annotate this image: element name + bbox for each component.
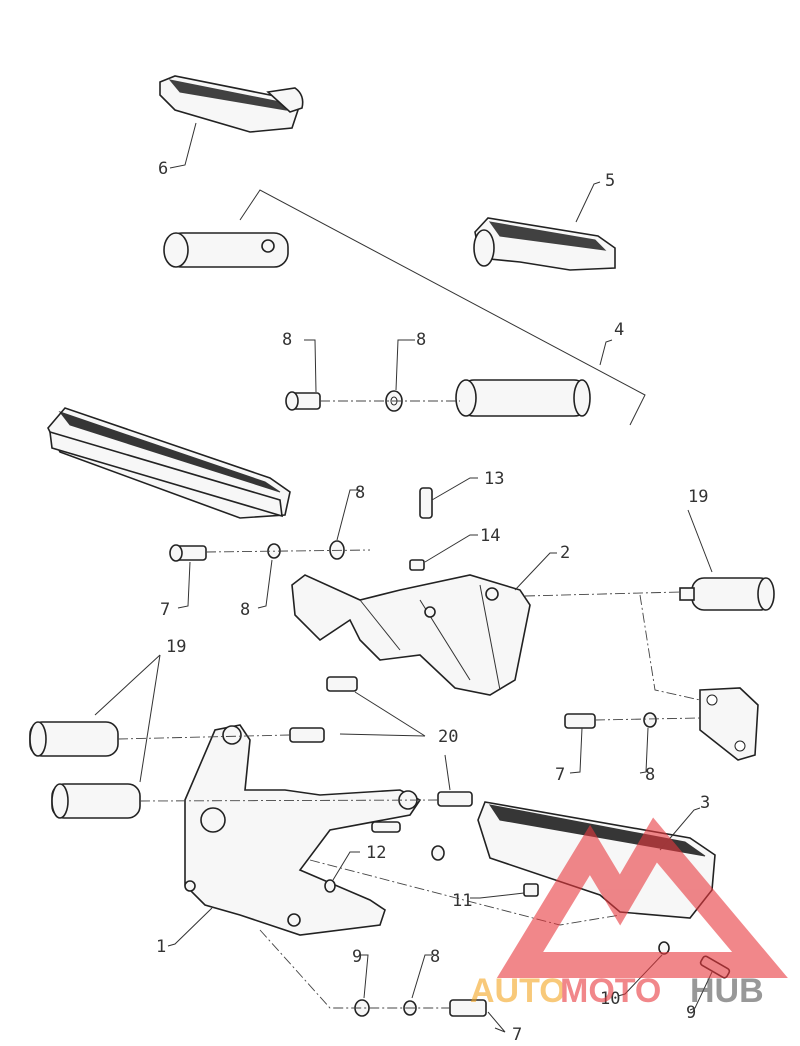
washer-part-16 xyxy=(324,879,336,893)
automotohub-watermark: AUTO MOTO HUB xyxy=(470,817,788,1010)
bolt-part-7-right xyxy=(564,713,596,729)
callout-8-right: 8 xyxy=(645,765,655,785)
bolt-part-7-upper xyxy=(169,544,207,562)
leader-lines xyxy=(94,122,713,1033)
nut-part-18 xyxy=(409,559,425,571)
axis-line xyxy=(117,734,291,740)
callout-13: 9 xyxy=(686,1003,696,1023)
footpeg-part-19-right xyxy=(679,577,775,611)
watermark-auto: AUTO xyxy=(470,972,566,1010)
axis-line xyxy=(259,929,450,1009)
callout-4: 4 xyxy=(614,320,624,340)
watermark-hub: HUB xyxy=(690,972,764,1010)
axis-line xyxy=(309,859,621,926)
callout-3: 3 xyxy=(700,793,710,813)
group-bracket-line xyxy=(239,189,646,426)
callout-5: 5 xyxy=(605,171,615,191)
callout-18: 14 xyxy=(480,526,500,546)
bolt-part-17 xyxy=(419,487,433,519)
callout-7-upper: 7 xyxy=(160,600,170,620)
mount-bracket-part-2 xyxy=(291,574,531,696)
footpeg-part-5 xyxy=(473,217,616,271)
washer-lower xyxy=(431,845,445,861)
callout-11: 8 xyxy=(282,330,292,350)
callout-9: 9 xyxy=(352,947,362,967)
callout-7-lower: 7 xyxy=(512,1025,522,1045)
washer-part-8-right xyxy=(643,712,657,728)
callout-15: 11 xyxy=(452,891,472,911)
callout-7-right: 7 xyxy=(555,765,565,785)
callout-8-upper: 8 xyxy=(240,600,250,620)
footpeg-part-19-left-b xyxy=(51,783,141,819)
callout-labels: 6 5 4 8 8 13 8 19 14 2 7 8 19 20 7 8 3 1… xyxy=(156,159,710,1045)
axis-line xyxy=(639,594,701,701)
callout-19-left: 19 xyxy=(166,637,186,657)
main-frame-part-1 xyxy=(184,724,422,936)
footpeg-pin-upper xyxy=(163,232,289,268)
callout-12: 8 xyxy=(416,330,426,350)
bolt-part-20-right xyxy=(437,791,473,807)
callout-17: 13 xyxy=(484,469,504,489)
watermark-moto: MOTO xyxy=(560,972,661,1010)
footpeg-pin-lower xyxy=(455,379,591,417)
callout-20: 20 xyxy=(438,727,458,747)
nut-part-15 xyxy=(523,883,539,897)
callout-2: 2 xyxy=(560,543,570,563)
callout-14: 10 xyxy=(600,989,620,1009)
callout-1: 1 xyxy=(156,937,166,957)
bolt-part-lower xyxy=(371,821,401,833)
bolt-part-20-upper xyxy=(326,676,358,692)
callout-16: 12 xyxy=(366,843,386,863)
footpeg-part-19-left-a xyxy=(29,721,119,757)
axis-line xyxy=(524,591,681,597)
bolt-part-11 xyxy=(285,391,321,411)
axis-line xyxy=(139,799,441,802)
floorboard-left xyxy=(47,407,291,519)
axis-line xyxy=(205,549,371,553)
callout-6: 6 xyxy=(158,159,168,179)
mount-plate-right xyxy=(699,687,759,761)
bolt-part-20-left xyxy=(289,727,325,743)
callout-8-lower: 8 xyxy=(430,947,440,967)
callout-10: 8 xyxy=(355,483,365,503)
callout-19-right: 19 xyxy=(688,487,708,507)
footpeg-part-6 xyxy=(159,75,304,133)
